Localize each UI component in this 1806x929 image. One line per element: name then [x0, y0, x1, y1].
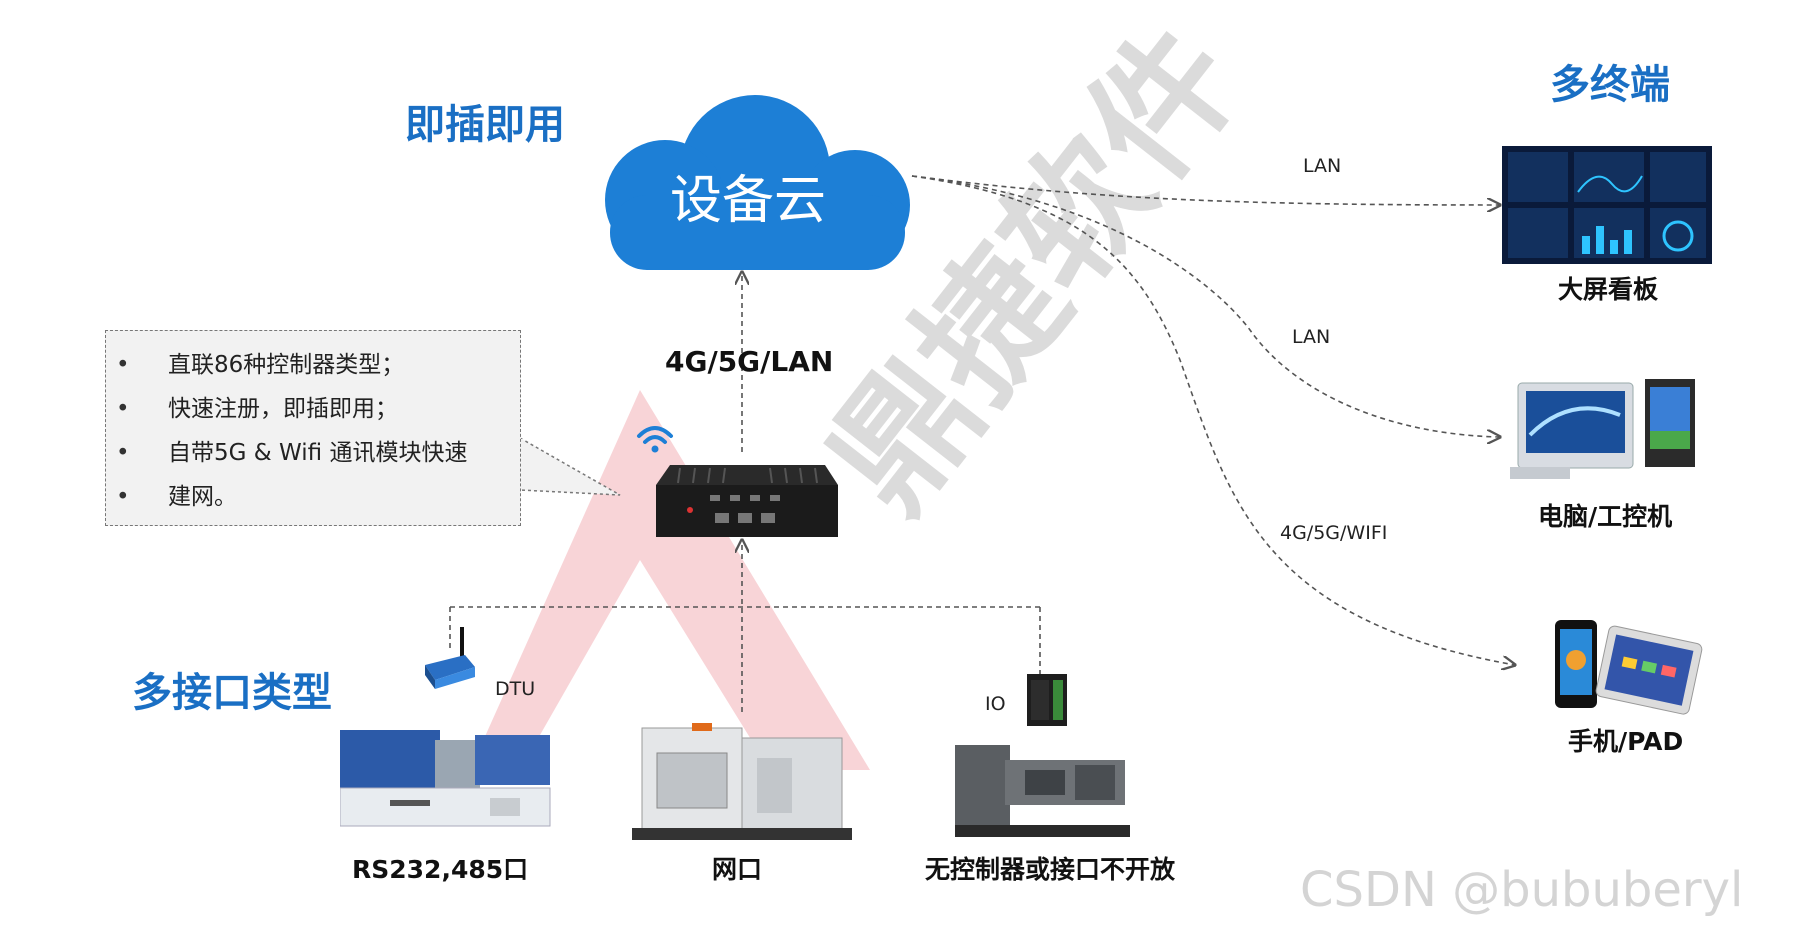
terminal-label-bigscreen: 大屏看板: [1558, 275, 1659, 304]
dtu-module-icon: [425, 627, 475, 689]
device-label-ethernet: 网口: [712, 855, 763, 884]
link-label-bigscreen: LAN: [1303, 155, 1342, 177]
watermark-red-chevron: [470, 390, 870, 770]
device-label-rs232: RS232,485口: [352, 855, 529, 884]
callout-pointer: [520, 437, 621, 496]
heading-multi-terminal: 多终端: [1550, 62, 1670, 108]
device-cloud: 设备云: [605, 95, 910, 270]
cnc-machine-icon: [632, 723, 852, 840]
link-cloud-mobile: [911, 175, 1515, 665]
link-label-pc: LAN: [1292, 326, 1331, 348]
link-label-mobile: 4G/5G/WIFI: [1280, 522, 1388, 544]
link-cloud-pc: [911, 175, 1500, 437]
callout-item: 直联86种控制器类型；: [116, 343, 520, 387]
io-label: IO: [985, 693, 1006, 715]
cloud-label: 设备云: [670, 171, 826, 231]
io-module-icon: [1027, 674, 1067, 726]
uplink-label: 4G/5G/LAN: [665, 345, 834, 378]
feature-callout: 直联86种控制器类型； 快速注册，即插即用； 自带5G & Wifi 通讯模块快…: [105, 330, 521, 526]
terminal-label-pc: 电脑/工控机: [1538, 502, 1673, 531]
callout-item: 自带5G & Wifi 通讯模块快速: [116, 431, 520, 475]
dashboard-screen-icon: [1502, 146, 1712, 264]
injection-molding-machine-icon: [340, 730, 551, 827]
mobile-pad-icon: [1555, 620, 1703, 715]
wifi-icon: [637, 426, 673, 453]
heading-multi-interface: 多接口类型: [132, 670, 332, 716]
dtu-label: DTU: [495, 678, 536, 700]
heading-plug-and-play: 即插即用: [405, 102, 565, 148]
lathe-machine-icon: [955, 745, 1130, 837]
callout-item: 快速注册，即插即用；: [116, 387, 520, 431]
callout-item: 建网。: [116, 475, 520, 519]
terminal-label-mobile: 手机/PAD: [1568, 727, 1684, 756]
device-label-no-controller: 无控制器或接口不开放: [925, 855, 1176, 884]
edge-gateway-icon: [656, 465, 838, 537]
link-cloud-bigscreen: [911, 175, 1500, 205]
pc-monitor-icon: [1510, 379, 1695, 479]
csdn-watermark: CSDN @bububeryl: [1300, 862, 1744, 918]
